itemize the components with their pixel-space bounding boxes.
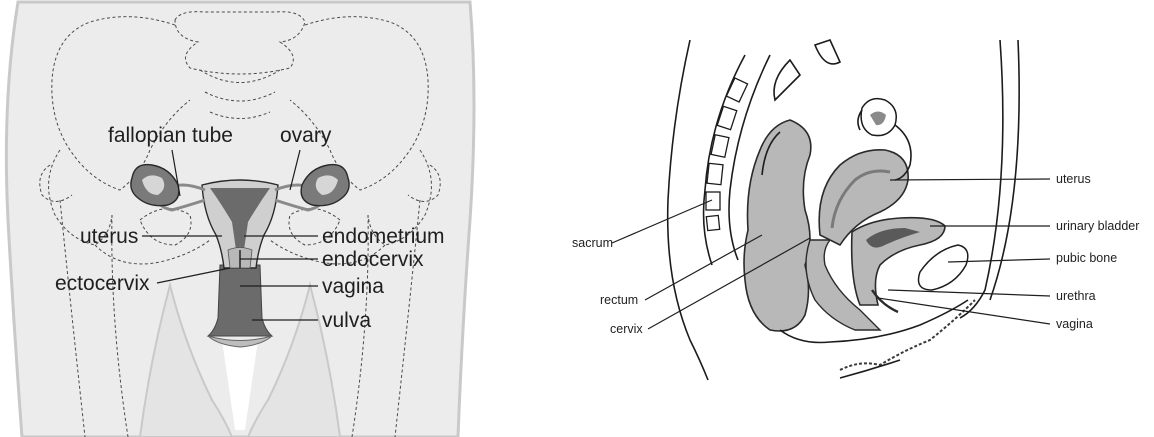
label-uterus-side: uterus bbox=[1056, 172, 1091, 186]
label-ectocervix: ectocervix bbox=[55, 272, 150, 295]
leader-uterus-side bbox=[890, 179, 1050, 180]
label-pubic-bone: pubic bone bbox=[1056, 251, 1117, 265]
rectum bbox=[744, 120, 811, 331]
label-endocervix: endocervix bbox=[322, 248, 424, 271]
pubic-bone bbox=[919, 245, 968, 290]
label-urethra: urethra bbox=[1056, 289, 1096, 303]
front-view-diagram: fallopian tube ovary uterus endometrium … bbox=[6, 2, 474, 437]
label-vagina-side: vagina bbox=[1056, 317, 1093, 331]
label-endometrium: endometrium bbox=[322, 225, 445, 248]
label-uterus-front: uterus bbox=[80, 225, 138, 248]
label-vulva: vulva bbox=[322, 309, 371, 332]
label-urinary-bladder: urinary bladder bbox=[1056, 219, 1139, 233]
leader-sacrum bbox=[612, 200, 712, 243]
label-rectum: rectum bbox=[600, 293, 638, 307]
sacrum-segments bbox=[706, 78, 748, 231]
perineum-contour bbox=[780, 300, 968, 343]
label-vagina-front: vagina bbox=[322, 275, 384, 298]
label-ovary: ovary bbox=[280, 124, 332, 147]
label-fallopian-tube: fallopian tube bbox=[108, 124, 233, 147]
leader-urethra bbox=[888, 290, 1050, 296]
label-cervix: cervix bbox=[610, 322, 643, 336]
side-view-diagram: uterus urinary bladder pubic bone urethr… bbox=[572, 40, 1139, 380]
label-sacrum: sacrum bbox=[572, 236, 613, 250]
